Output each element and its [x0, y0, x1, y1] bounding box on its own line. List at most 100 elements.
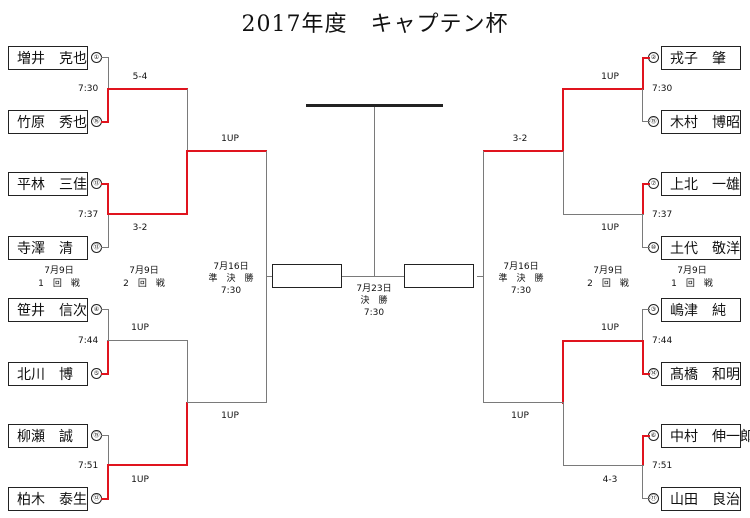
- winner-line: [642, 183, 650, 185]
- left-r1-name: 1 回 戦: [38, 279, 80, 289]
- winner-line: [186, 150, 267, 152]
- bracket-line: [563, 151, 564, 215]
- bracket-line: [642, 309, 650, 310]
- left-r1-time-1: 7:30: [78, 84, 99, 94]
- left-sf-name: 準 決 勝: [208, 274, 254, 284]
- left-r1-time-3: 7:44: [78, 336, 99, 346]
- winner-line: [642, 57, 644, 89]
- bracket-line: [374, 106, 375, 277]
- left-r1-score-3: 1UP: [131, 323, 149, 333]
- right-sf-date: 7月16日: [503, 262, 539, 272]
- right-player-2: 木村 博昭: [661, 110, 741, 134]
- winner-line: [186, 150, 188, 215]
- left-r2-date: 7月9日: [129, 266, 159, 276]
- winner-line: [101, 183, 109, 185]
- bracket-line: [108, 435, 109, 465]
- bracket-line: [266, 151, 267, 403]
- final-name: 決 勝: [360, 296, 388, 306]
- left-r2-score-1: 1UP: [221, 134, 239, 144]
- winner-line: [483, 150, 564, 152]
- right-r1-score-3: 1UP: [601, 323, 619, 333]
- winner-line: [107, 340, 109, 375]
- winner-line: [563, 88, 644, 90]
- final-right-box: [404, 264, 474, 288]
- left-r1-time-2: 7:37: [78, 210, 99, 220]
- bracket-line: [108, 215, 109, 248]
- bracket-line: [642, 309, 643, 341]
- winner-line: [101, 373, 109, 375]
- winner-line: [642, 435, 644, 466]
- left-player-5: 笹井 信次: [8, 298, 88, 322]
- left-r2-score-2: 1UP: [221, 411, 239, 421]
- right-r1-time-3: 7:44: [652, 336, 673, 346]
- bracket-line: [642, 121, 650, 122]
- winner-line: [642, 435, 650, 437]
- winner-line: [562, 340, 564, 404]
- final-left-box: [272, 264, 342, 288]
- bracket-line: [483, 151, 484, 403]
- right-r1-date: 7月9日: [677, 266, 707, 276]
- champion-bar: [306, 104, 443, 107]
- bracket-line: [107, 340, 188, 341]
- right-player-8: 山田 良治: [661, 487, 741, 511]
- winner-line: [107, 88, 109, 123]
- bracket-line: [101, 247, 109, 248]
- right-r2-score-2: 1UP: [511, 411, 529, 421]
- bracket-line: [642, 247, 650, 248]
- bracket-line: [342, 276, 404, 277]
- left-player-4: 寺澤 清: [8, 236, 88, 260]
- bracket-line: [187, 340, 188, 403]
- right-r1-name: 1 回 戦: [671, 279, 713, 289]
- right-r1-time-1: 7:30: [652, 84, 673, 94]
- winner-line: [642, 57, 650, 59]
- left-sf-time: 7:30: [220, 286, 242, 296]
- bracket-line: [563, 402, 564, 466]
- bracket-line: [101, 57, 109, 58]
- winner-line: [563, 340, 644, 342]
- bracket-line: [642, 466, 643, 499]
- winner-line: [107, 213, 188, 215]
- left-player-2: 竹原 秀也: [8, 110, 88, 134]
- bracket-line: [108, 57, 109, 89]
- page-title: 2017年度 キャプテン杯: [241, 12, 509, 37]
- bracket-line: [642, 89, 643, 122]
- right-r1-time-4: 7:51: [652, 461, 673, 471]
- bracket-line: [642, 215, 643, 248]
- right-player-7: 中村 伸一郎: [661, 424, 750, 448]
- bracket-line: [266, 276, 272, 277]
- left-r1-time-4: 7:51: [78, 461, 99, 471]
- winner-line: [101, 498, 109, 500]
- left-r1-score-4: 1UP: [131, 475, 149, 485]
- bracket-line: [187, 402, 267, 403]
- winner-line: [562, 88, 564, 152]
- right-sf-time: 7:30: [510, 286, 532, 296]
- right-player-6: 髙橋 和明: [661, 362, 741, 386]
- winner-line: [107, 183, 109, 215]
- winner-line: [101, 121, 109, 123]
- left-player-7: 柳瀬 誠: [8, 424, 88, 448]
- left-player-6: 北川 博: [8, 362, 88, 386]
- right-player-3: 上北 一雄: [661, 172, 741, 196]
- winner-line: [107, 88, 188, 90]
- right-player-5: 嶋津 純: [661, 298, 741, 322]
- bracket-line: [187, 89, 188, 151]
- left-r1-date: 7月9日: [44, 266, 74, 276]
- winner-line: [107, 464, 188, 466]
- final-time: 7:30: [363, 308, 385, 318]
- left-r1-score-2: 3-2: [132, 223, 148, 233]
- right-sf-name: 準 決 勝: [498, 274, 544, 284]
- right-r1-time-2: 7:37: [652, 210, 673, 220]
- bracket-line: [483, 402, 563, 403]
- winner-line: [642, 340, 644, 375]
- bracket-line: [642, 498, 650, 499]
- right-player-4: 土代 敬洋: [661, 236, 741, 260]
- winner-line: [642, 183, 644, 215]
- bracket-line: [563, 214, 644, 215]
- final-date: 7月23日: [356, 284, 392, 294]
- left-player-1: 増井 克也: [8, 46, 88, 70]
- right-player-1: 戎子 肇: [661, 46, 741, 70]
- right-r2-date: 7月9日: [593, 266, 623, 276]
- right-r2-score-1: 3-2: [512, 134, 528, 144]
- bracket-line: [563, 465, 644, 466]
- bracket-line: [101, 309, 109, 310]
